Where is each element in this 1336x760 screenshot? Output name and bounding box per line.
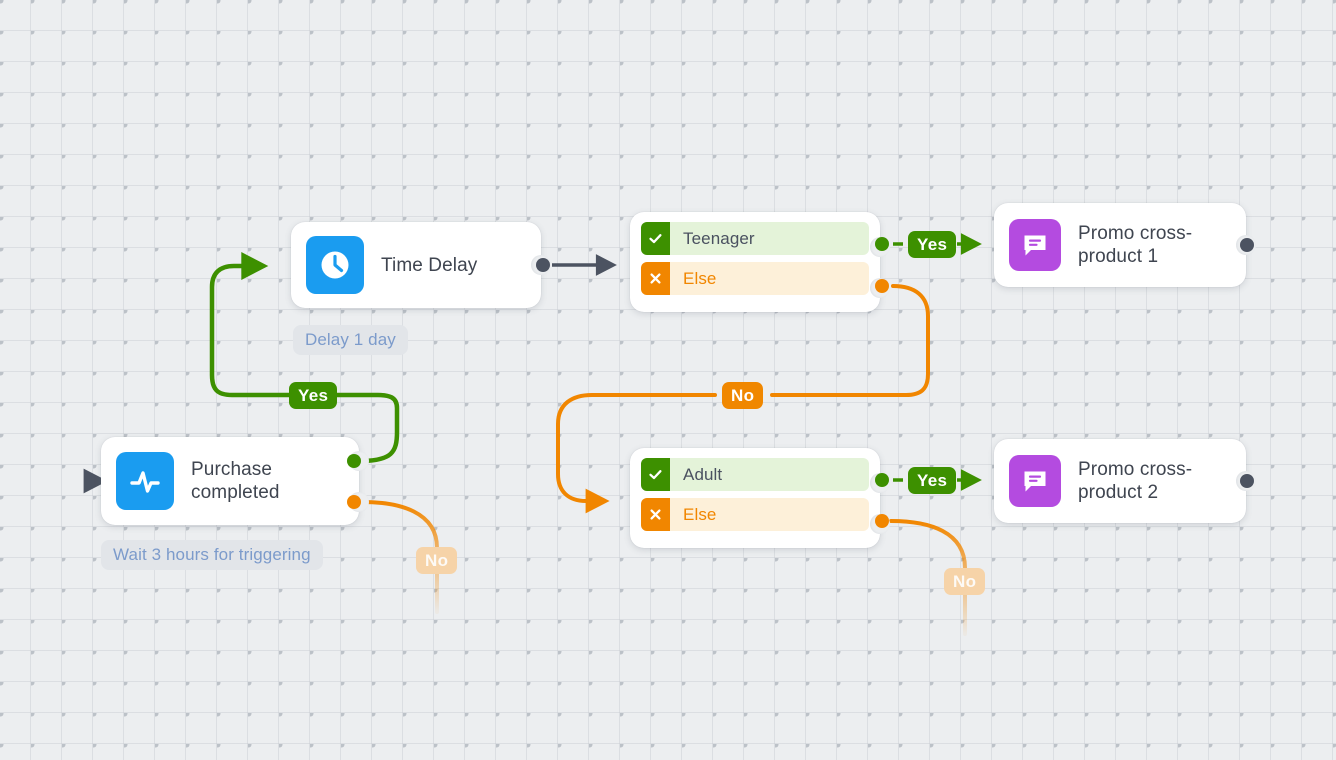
edge-badge-teenager-yes[interactable]: Yes [908,231,957,258]
edge-badge-purchase-no[interactable]: No [416,547,458,574]
condition-row-adult[interactable]: Adult [641,458,869,491]
node-label-purchase: Purchase completed [191,459,280,503]
message-bubble-icon [1009,455,1061,507]
cross-icon [641,498,670,531]
condition-label-else: Else [683,504,717,524]
connector-adult-else[interactable] [875,514,889,528]
caption-purchase-trigger: Wait 3 hours for triggering [101,540,323,570]
node-promo-cross-product-1[interactable]: Promo cross-product 1 [994,203,1256,287]
condition-row-teenager[interactable]: Teenager [641,222,869,255]
connector-adult-yes[interactable] [875,473,889,487]
edge-badge-no-branch[interactable]: No [722,382,764,409]
condition-row-else[interactable]: Else [641,498,869,531]
check-icon [641,222,670,255]
caption-time-delay: Delay 1 day [293,325,408,355]
node-condition-teenager[interactable]: Teenager Else [630,212,890,312]
node-label-promo-1: Promo cross-product 1 [1078,223,1193,267]
activity-pulse-icon [116,452,174,510]
connector-purchase-yes[interactable] [347,454,361,468]
node-label-promo-2: Promo cross-product 2 [1078,459,1193,503]
message-bubble-icon [1009,219,1061,271]
connector-time-delay-out[interactable] [536,258,550,272]
edge-badge-yes-loop[interactable]: Yes [289,382,338,409]
check-icon [641,458,670,491]
node-condition-adult[interactable]: Adult Else [630,448,890,548]
condition-label-teenager: Teenager [683,228,755,248]
condition-label-adult: Adult [683,464,723,484]
clock-icon [306,236,364,294]
node-time-delay[interactable]: Time Delay [291,222,551,308]
connector-promo-1-out[interactable] [1240,238,1254,252]
connector-teenager-else[interactable] [875,279,889,293]
edge-badge-adult-yes[interactable]: Yes [908,467,957,494]
connector-promo-2-out[interactable] [1240,474,1254,488]
node-label-time-delay: Time Delay [381,254,478,276]
edge-badge-adult-else-no[interactable]: No [944,568,986,595]
condition-row-else[interactable]: Else [641,262,869,295]
condition-label-else: Else [683,268,717,288]
connector-purchase-no[interactable] [347,495,361,509]
cross-icon [641,262,670,295]
node-promo-cross-product-2[interactable]: Promo cross-product 2 [994,439,1256,523]
connector-teenager-yes[interactable] [875,237,889,251]
node-purchase-completed[interactable]: Purchase completed [101,437,369,525]
